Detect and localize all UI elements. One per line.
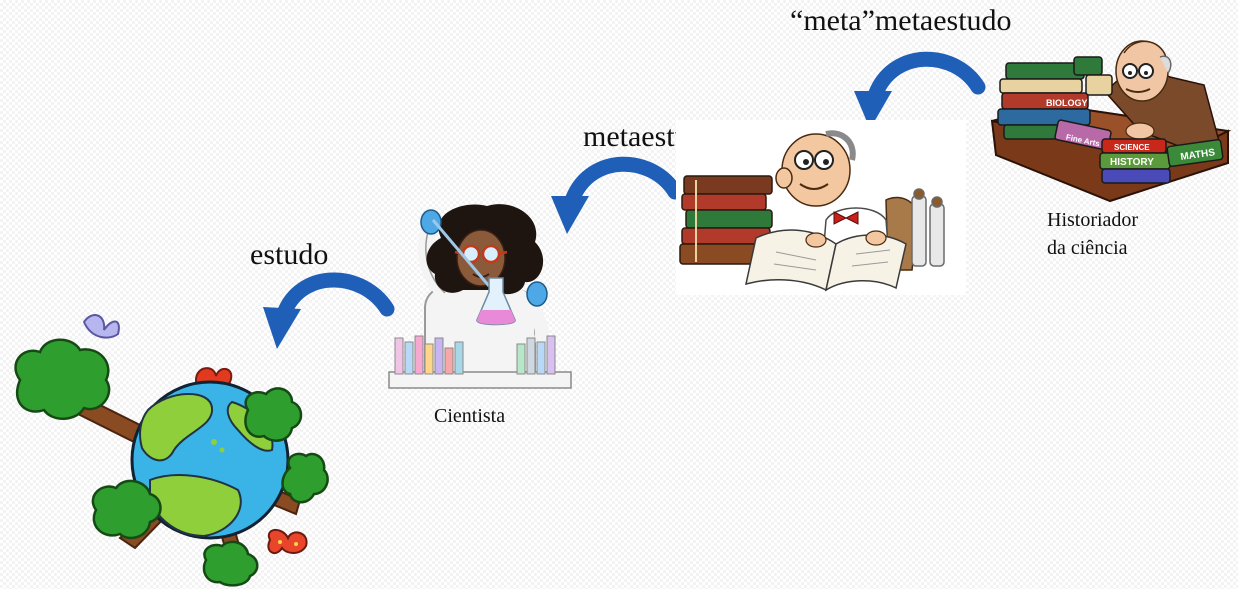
arrow-metaestudo-icon — [551, 156, 683, 234]
flask-icon — [476, 277, 516, 326]
spine-maths: MATHS — [1180, 147, 1216, 163]
scientist-illustration — [388, 204, 572, 389]
glove-icon — [420, 209, 548, 307]
scroll-icon — [911, 188, 945, 267]
open-book-icon — [745, 229, 907, 292]
label-meta-metaestudo: “meta”metaestudo — [790, 4, 1012, 37]
butterfly-icon — [267, 529, 308, 555]
spine-biology: BIOLOGY — [1046, 98, 1088, 108]
reader-illustration — [676, 120, 966, 295]
arrow-meta-metaestudo-icon — [854, 51, 986, 129]
bird-icon — [82, 314, 120, 339]
arrow-estudo-icon — [263, 272, 395, 349]
label-historiador: Historiador — [1047, 209, 1139, 231]
labeled-books-icon — [1054, 119, 1224, 184]
spine-history: HISTORY — [1110, 157, 1154, 168]
label-cientista: Cientista — [434, 405, 506, 427]
tree-icon — [14, 338, 329, 587]
test-tubes-icon — [388, 335, 572, 389]
bow-tie-icon — [833, 211, 859, 225]
label-da-ciencia: da ciência — [1047, 237, 1128, 259]
earth-illustration — [14, 314, 329, 587]
historian-figure-icon — [1107, 40, 1221, 150]
spine-science: SCIENCE — [1114, 143, 1150, 152]
earth-icon — [130, 380, 290, 540]
historian-illustration: BIOLOGY Fine Arts SCIENCE HISTORY MATHS — [990, 40, 1232, 203]
reader-head-icon — [775, 130, 856, 207]
label-estudo: estudo — [250, 238, 329, 271]
